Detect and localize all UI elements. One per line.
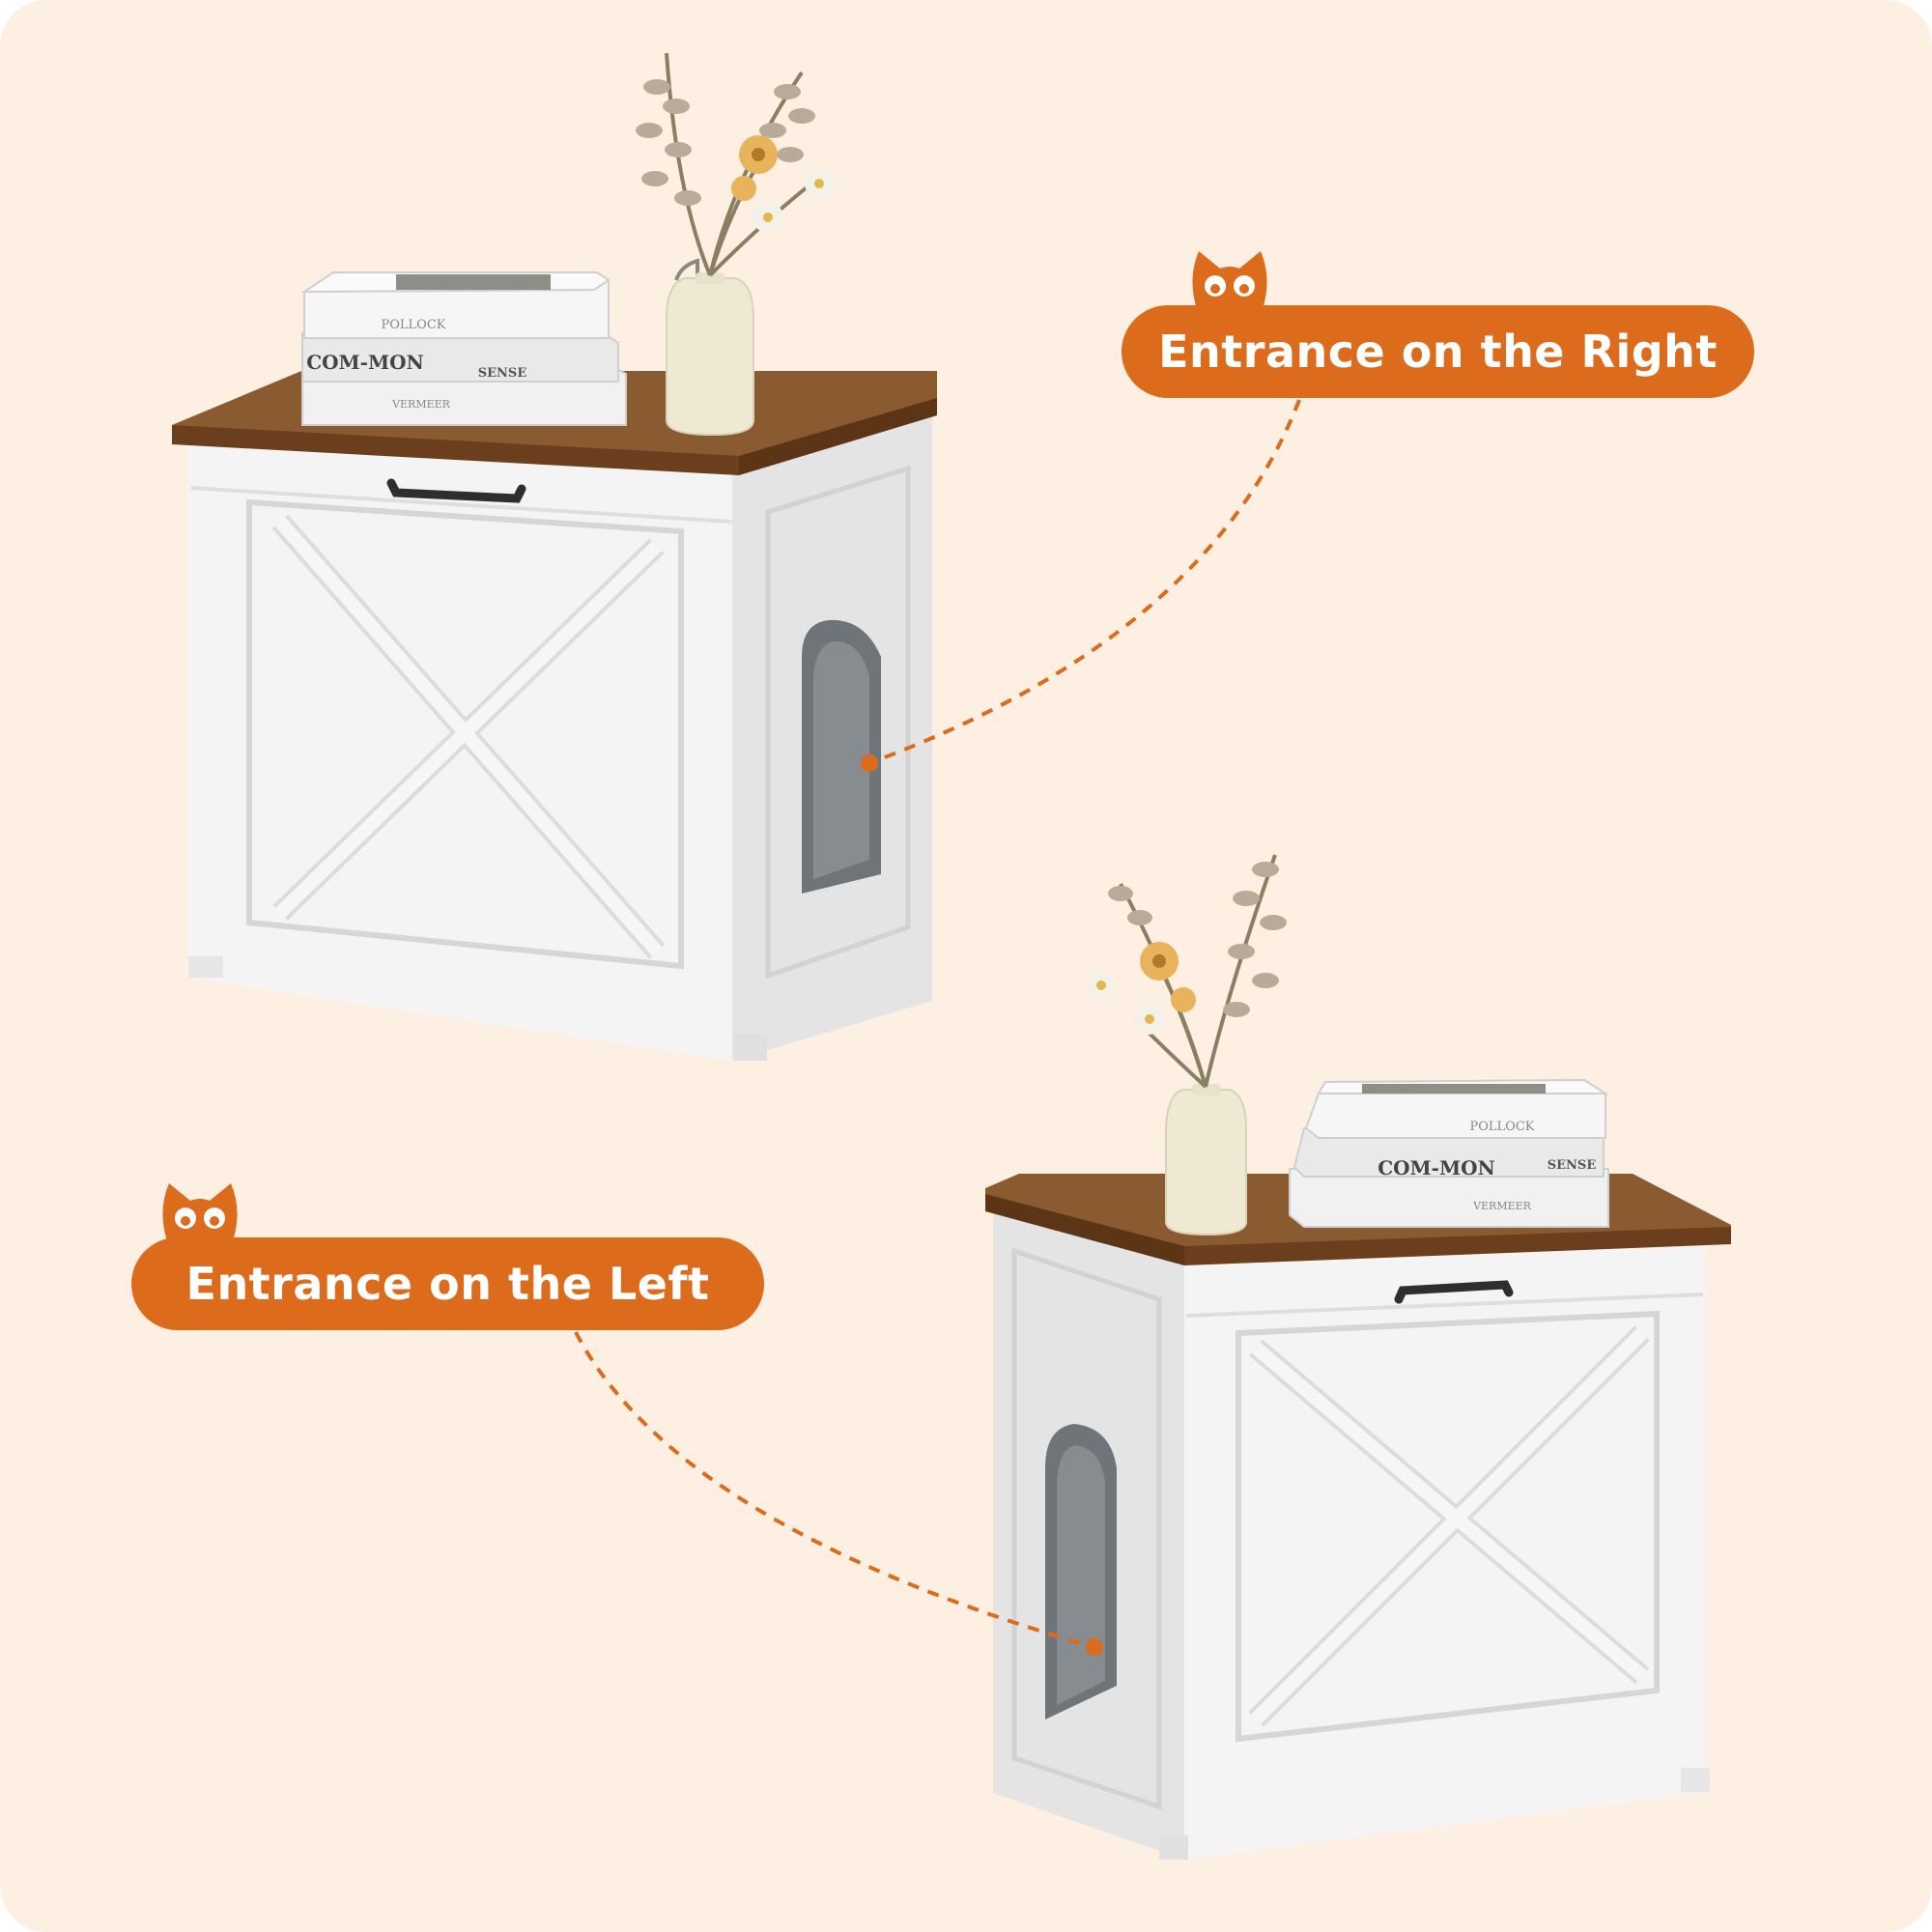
cat-face-icon (1192, 251, 1267, 309)
barn-door-cross-b-face (1251, 1328, 1647, 1724)
book-title-bottom: VERMEER (1472, 1200, 1532, 1212)
cabinet-foot (1159, 1835, 1188, 1860)
cabinet-foot (188, 956, 223, 978)
vase-neck (1192, 1084, 1221, 1095)
book-title-bottom: VERMEER (391, 398, 451, 411)
cabinet-left-entrance: POLLOCK COM-MON SENSE VERMEER (985, 854, 1731, 1860)
vase-neck (696, 272, 724, 284)
book-cover-art (1362, 1084, 1546, 1094)
flower-blossoms (731, 135, 834, 233)
book-top (1304, 1093, 1606, 1139)
book-title-middle-left: COM-MON (306, 351, 424, 374)
drawer-handle (386, 478, 526, 503)
wood-top-front-edge (172, 425, 739, 475)
book-stack: POLLOCK COM-MON SENSE VERMEER (1289, 1078, 1609, 1228)
drawer-seam (190, 486, 732, 524)
barn-door-frame (1236, 1310, 1660, 1743)
cabinet-foot (734, 1034, 767, 1061)
entrance-left-label: Entrance on the Left (131, 1237, 764, 1330)
book-title-middle-right: SENSE (1548, 1158, 1597, 1173)
cabinet-side-frame (1011, 1247, 1162, 1810)
callout-anchor-dot-right (861, 754, 878, 772)
callout-anchor-dot-left (1086, 1638, 1103, 1656)
barn-door-cross-b-face (275, 540, 662, 919)
vase-stem (674, 258, 699, 299)
cabinet-right-entrance: POLLOCK COM-MON SENSE VERMEER (172, 52, 937, 1061)
barn-door-frame (246, 498, 684, 970)
callout-connector-right (868, 399, 1301, 765)
callout-connector-left (574, 1331, 1094, 1649)
wood-top-side-edge (739, 398, 937, 475)
book-stack: POLLOCK COM-MON SENSE VERMEER (300, 271, 627, 426)
wood-top-side-edge (985, 1194, 1184, 1265)
book-title-middle-right: SENSE (478, 366, 527, 381)
wood-top-front-edge (1184, 1227, 1731, 1265)
drawer-seam (1185, 1293, 1704, 1318)
book-title-top: POLLOCK (382, 318, 446, 332)
cabinet-side-frame (765, 465, 911, 980)
eucalyptus-leaves (636, 79, 815, 206)
cat-entrance-inner (813, 640, 869, 879)
eucalyptus-leaves (1108, 862, 1287, 1017)
book-title-middle-left: COM-MON (1378, 1156, 1495, 1179)
flower-vase (1087, 854, 1287, 1236)
vase-body (666, 277, 754, 437)
cat-face-icon (162, 1183, 238, 1241)
cat-entrance-inner (1057, 1445, 1105, 1705)
vase-body (1165, 1089, 1247, 1236)
entrance-right-label: Entrance on the Right (1122, 305, 1754, 398)
barn-door-cross-a-face (1251, 1342, 1647, 1682)
flower-vase (636, 52, 834, 437)
book-cover-art (396, 274, 551, 290)
drawer-handle (1394, 1280, 1514, 1304)
cabinet-foot (1681, 1768, 1710, 1792)
book-title-top: POLLOCK (1470, 1120, 1535, 1134)
flower-blossoms (1087, 942, 1196, 1035)
